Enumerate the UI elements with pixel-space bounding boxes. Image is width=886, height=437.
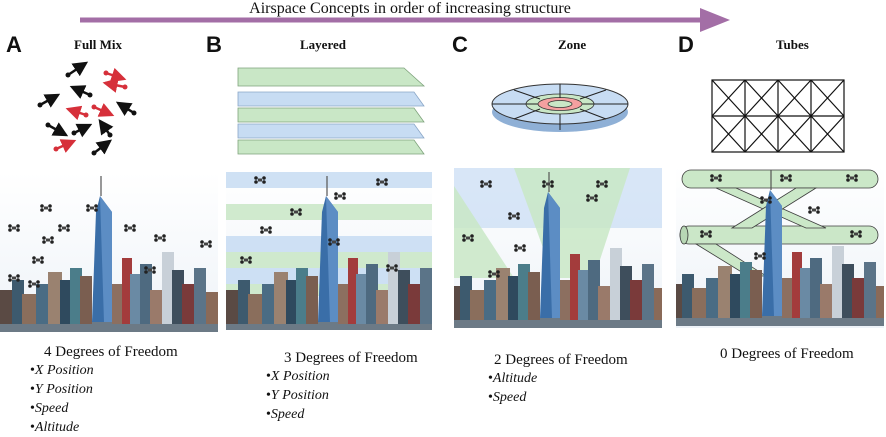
panel-letter-d: D [678, 32, 694, 57]
tubes-city-scene [676, 166, 884, 328]
freedom-item: Altitude [30, 418, 178, 437]
freedom-item: Altitude [488, 369, 628, 388]
structure-arrow [80, 8, 730, 32]
degrees-label: 4 Degrees of Freedom [44, 344, 178, 360]
panel-letter-b: B [206, 32, 222, 57]
tube-lattice-icon [711, 79, 845, 153]
panel-letter-a: A [6, 32, 22, 57]
freedom-item: X Position [30, 361, 178, 380]
panel-letter-c: C [452, 32, 468, 57]
panel-b-freedoms: 3 Degrees of Freedom X Position Y Positi… [266, 350, 418, 424]
degrees-label: 3 Degrees of Freedom [284, 350, 418, 366]
layered-planes-icon [237, 67, 426, 155]
freedom-list: Altitude Speed [488, 369, 628, 407]
panel-a-freedoms: 4 Degrees of Freedom X Position Y Positi… [30, 344, 178, 437]
panel-title-layered: Layered [300, 37, 346, 52]
panel-c-freedoms: 2 Degrees of Freedom Altitude Speed [488, 352, 628, 407]
freedom-list: X Position Y Position Speed Altitude [30, 361, 178, 437]
degrees-label: 0 Degrees of Freedom [720, 346, 854, 362]
panel-title-full-mix: Full Mix [74, 37, 123, 52]
freedom-item: Speed [30, 399, 178, 418]
banner-title: Airspace Concepts in order of increasing… [249, 0, 571, 17]
freedom-item: Speed [488, 388, 628, 407]
freedom-item: Y Position [30, 380, 178, 399]
freedom-item: Y Position [266, 386, 418, 405]
panel-title-tubes: Tubes [776, 37, 809, 52]
zone-city-scene [454, 168, 662, 328]
freedom-item: Speed [266, 405, 418, 424]
full-mix-city-scene [0, 172, 218, 332]
full-mix-arrows-icon [37, 61, 137, 156]
layered-city-scene [226, 172, 432, 330]
panel-d-freedoms: 0 Degrees of Freedom [720, 346, 854, 363]
panel-title-zone: Zone [558, 37, 587, 52]
freedom-item: X Position [266, 367, 418, 386]
zone-disk-icon [491, 83, 629, 132]
degrees-label: 2 Degrees of Freedom [494, 352, 628, 368]
freedom-list: X Position Y Position Speed [266, 367, 418, 424]
